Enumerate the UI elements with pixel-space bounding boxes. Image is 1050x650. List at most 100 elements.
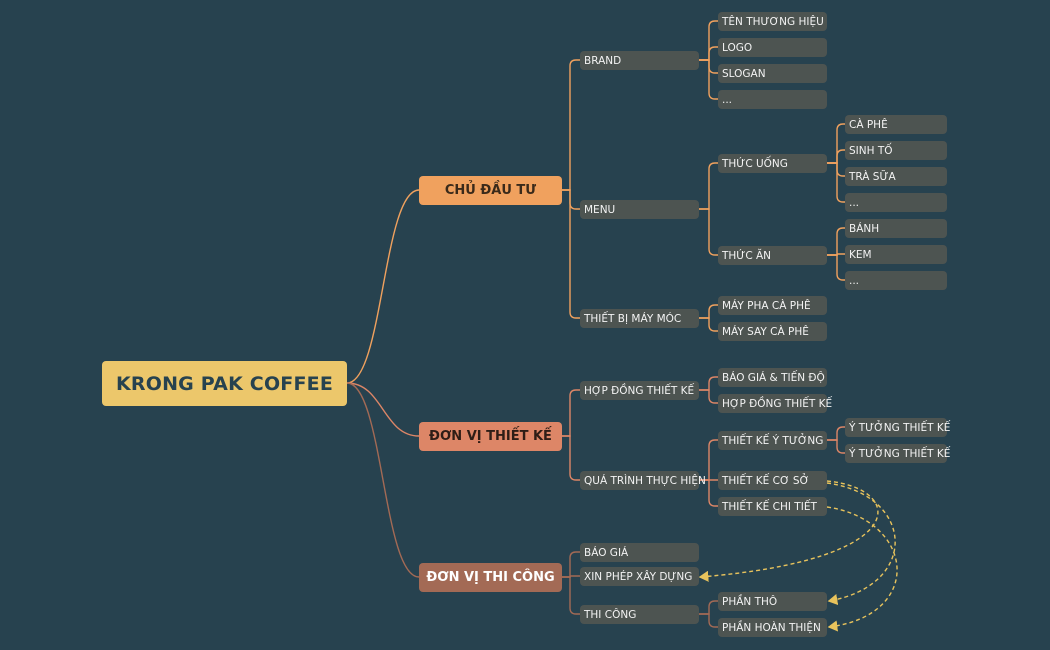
node-y-tuong-thiet-ke-1[interactable]: Ý TƯỞNG THIẾT KẾ [845, 418, 951, 437]
node-label: TÊN THƯƠNG HIỆU [722, 15, 824, 28]
node-label: PHẦN THÔ [722, 595, 778, 608]
node-label: THIẾT KẾ CHI TIẾT [722, 500, 817, 513]
node-thuc-an[interactable]: THỨC ĂN [718, 246, 827, 265]
node-bao-gia-tien-do[interactable]: BÁO GIÁ & TIẾN ĐỘ [718, 368, 827, 387]
connector-menu-child [699, 208, 720, 256]
node-label: Ý TƯỞNG THIẾT KẾ [849, 447, 951, 460]
node-label: BÁO GIÁ & TIẾN ĐỘ [722, 371, 825, 384]
node-may-pha-ca-phe[interactable]: MÁY PHA CÀ PHÊ [718, 296, 827, 315]
connector-menu-child [699, 162, 720, 210]
node-may-say-ca-phe[interactable]: MÁY SAY CÀ PHÊ [718, 322, 827, 341]
branch-label: ĐƠN VỊ THI CÔNG [426, 570, 555, 585]
connector-chu-dau-tu-child [562, 59, 582, 191]
node-label: ... [849, 274, 860, 287]
connector-thi-cong-child [562, 576, 582, 615]
node-label: PHẦN HOÀN THIỆN [722, 621, 821, 634]
node-logo[interactable]: LOGO [718, 38, 827, 57]
node-thuc-an-more[interactable]: ... [845, 271, 947, 290]
node-sinh-to[interactable]: SINH TỐ [845, 141, 947, 160]
node-thi-cong[interactable]: THI CÔNG [580, 605, 699, 624]
connector-thuc-an-leaf [827, 227, 847, 256]
node-label: BÁNH [849, 222, 880, 235]
branch-don-vi-thi-cong[interactable]: ĐƠN VỊ THI CÔNG [419, 563, 562, 592]
node-label: HỢP ĐỒNG THIẾT KẾ [722, 397, 833, 410]
connector-y-tuong-leaf [827, 439, 847, 454]
root-label: KRONG PAK COFFEE [115, 372, 334, 395]
node-label: MÁY SAY CÀ PHÊ [722, 325, 809, 338]
node-label: Ý TƯỞNG THIẾT KẾ [849, 421, 951, 434]
node-slogan[interactable]: SLOGAN [718, 64, 827, 83]
node-label: SLOGAN [722, 67, 766, 80]
connector-thi-cong-child [562, 551, 582, 578]
node-xin-phep-xay-dung[interactable]: XIN PHÉP XÂY DỰNG [580, 567, 699, 586]
node-label: HỢP ĐỒNG THIẾT KẾ [584, 384, 695, 397]
node-thiet-ke-chi-tiet[interactable]: THIẾT KẾ CHI TIẾT [718, 497, 827, 516]
connector-thuc-uong-leaf [827, 149, 847, 164]
branch-label: CHỦ ĐẦU TƯ [444, 183, 537, 198]
node-ca-phe[interactable]: CÀ PHÊ [845, 115, 947, 134]
connector-hop-dong-leaf [699, 389, 720, 404]
connector-brand-leaf [699, 46, 720, 61]
connector-thiet-bi-leaf [699, 304, 720, 319]
node-label: MENU [584, 203, 616, 216]
node-hop-dong-thiet-ke[interactable]: HỢP ĐỒNG THIẾT KẾ [580, 381, 699, 400]
connector-thi-cong-leaf [699, 600, 720, 615]
node-qua-trinh-thuc-hien[interactable]: QUÁ TRÌNH THỰC HIỆN [580, 471, 706, 490]
node-label: QUÁ TRÌNH THỰC HIỆN [584, 474, 706, 487]
node-thuc-uong-more[interactable]: ... [845, 193, 947, 212]
node-brand[interactable]: BRAND [580, 51, 699, 70]
node-phan-tho[interactable]: PHẦN THÔ [718, 592, 827, 611]
node-ten-thuong-hieu[interactable]: TÊN THƯƠNG HIỆU [718, 12, 827, 31]
connector-thi-cong-leaf [699, 613, 720, 628]
connector-chu-dau-tu-child [562, 189, 582, 210]
node-thiet-ke-y-tuong[interactable]: THIẾT KẾ Ý TƯỞNG [718, 431, 827, 450]
node-tra-sua[interactable]: TRÀ SỮA [845, 167, 947, 186]
node-label: TRÀ SỮA [849, 170, 896, 183]
node-label: CÀ PHÊ [849, 118, 888, 131]
node-label: XIN PHÉP XÂY DỰNG [584, 570, 693, 583]
node-menu[interactable]: MENU [580, 200, 699, 219]
node-thiet-bi-may-moc[interactable]: THIẾT BỊ MÁY MÓC [580, 309, 699, 328]
connector-root-chu-dau-tu [346, 189, 420, 384]
connector-root-don-vi-thi-cong [346, 382, 420, 578]
node-label: LOGO [722, 41, 753, 54]
node-label: BÁO GIÁ [584, 546, 629, 559]
dashed-arrow-to-phan-tho [826, 482, 896, 606]
node-thuc-uong[interactable]: THỨC UỐNG [718, 154, 827, 173]
node-label: MÁY PHA CÀ PHÊ [722, 299, 811, 312]
node-label: THIẾT BỊ MÁY MÓC [584, 312, 682, 325]
node-kem[interactable]: KEM [845, 245, 947, 264]
node-bao-gia[interactable]: BÁO GIÁ [580, 543, 699, 562]
node-label: BRAND [584, 54, 622, 67]
connector-hop-dong-leaf [699, 376, 720, 391]
connector-qua-trinh-child [699, 439, 720, 481]
connector-thiet-bi-leaf [699, 317, 720, 332]
connector-thiet-ke-child [562, 389, 582, 437]
node-label: THỨC ĂN [722, 249, 772, 262]
branch-don-vi-thiet-ke[interactable]: ĐƠN VỊ THIẾT KẾ [419, 422, 562, 451]
dashed-arrow-to-xin-phep [698, 480, 879, 582]
connector-chu-dau-tu-child [562, 189, 582, 319]
node-hop-dong-thiet-ke-leaf[interactable]: HỢP ĐỒNG THIẾT KẾ [718, 394, 832, 413]
connector-thuc-an-leaf [827, 254, 847, 281]
branch-chu-dau-tu[interactable]: CHỦ ĐẦU TƯ [419, 176, 562, 205]
node-y-tuong-thiet-ke-2[interactable]: Ý TƯỞNG THIẾT KẾ [845, 444, 951, 463]
connector-thiet-ke-child [562, 435, 582, 481]
node-label: ... [722, 93, 733, 106]
node-label: THIẾT KẾ CƠ SỞ [722, 474, 810, 487]
node-label: THỨC UỐNG [722, 157, 788, 170]
root-node[interactable]: KRONG PAK COFFEE [102, 361, 347, 406]
connector-root-don-vi-thiet-ke [346, 382, 420, 437]
node-label: SINH TỐ [849, 144, 893, 157]
node-banh[interactable]: BÁNH [845, 219, 947, 238]
node-label: KEM [849, 248, 872, 261]
dashed-arrow-to-phan-hoan-thien [826, 506, 898, 632]
connector-brand-leaf [699, 20, 720, 61]
node-label: THIẾT KẾ Ý TƯỞNG [722, 434, 824, 447]
branch-label: ĐƠN VỊ THIẾT KẾ [429, 429, 552, 444]
node-thiet-ke-co-so[interactable]: THIẾT KẾ CƠ SỞ [718, 471, 827, 490]
node-phan-hoan-thien[interactable]: PHẦN HOÀN THIỆN [718, 618, 827, 637]
node-brand-more[interactable]: ... [718, 90, 827, 109]
node-label: ... [849, 196, 860, 209]
